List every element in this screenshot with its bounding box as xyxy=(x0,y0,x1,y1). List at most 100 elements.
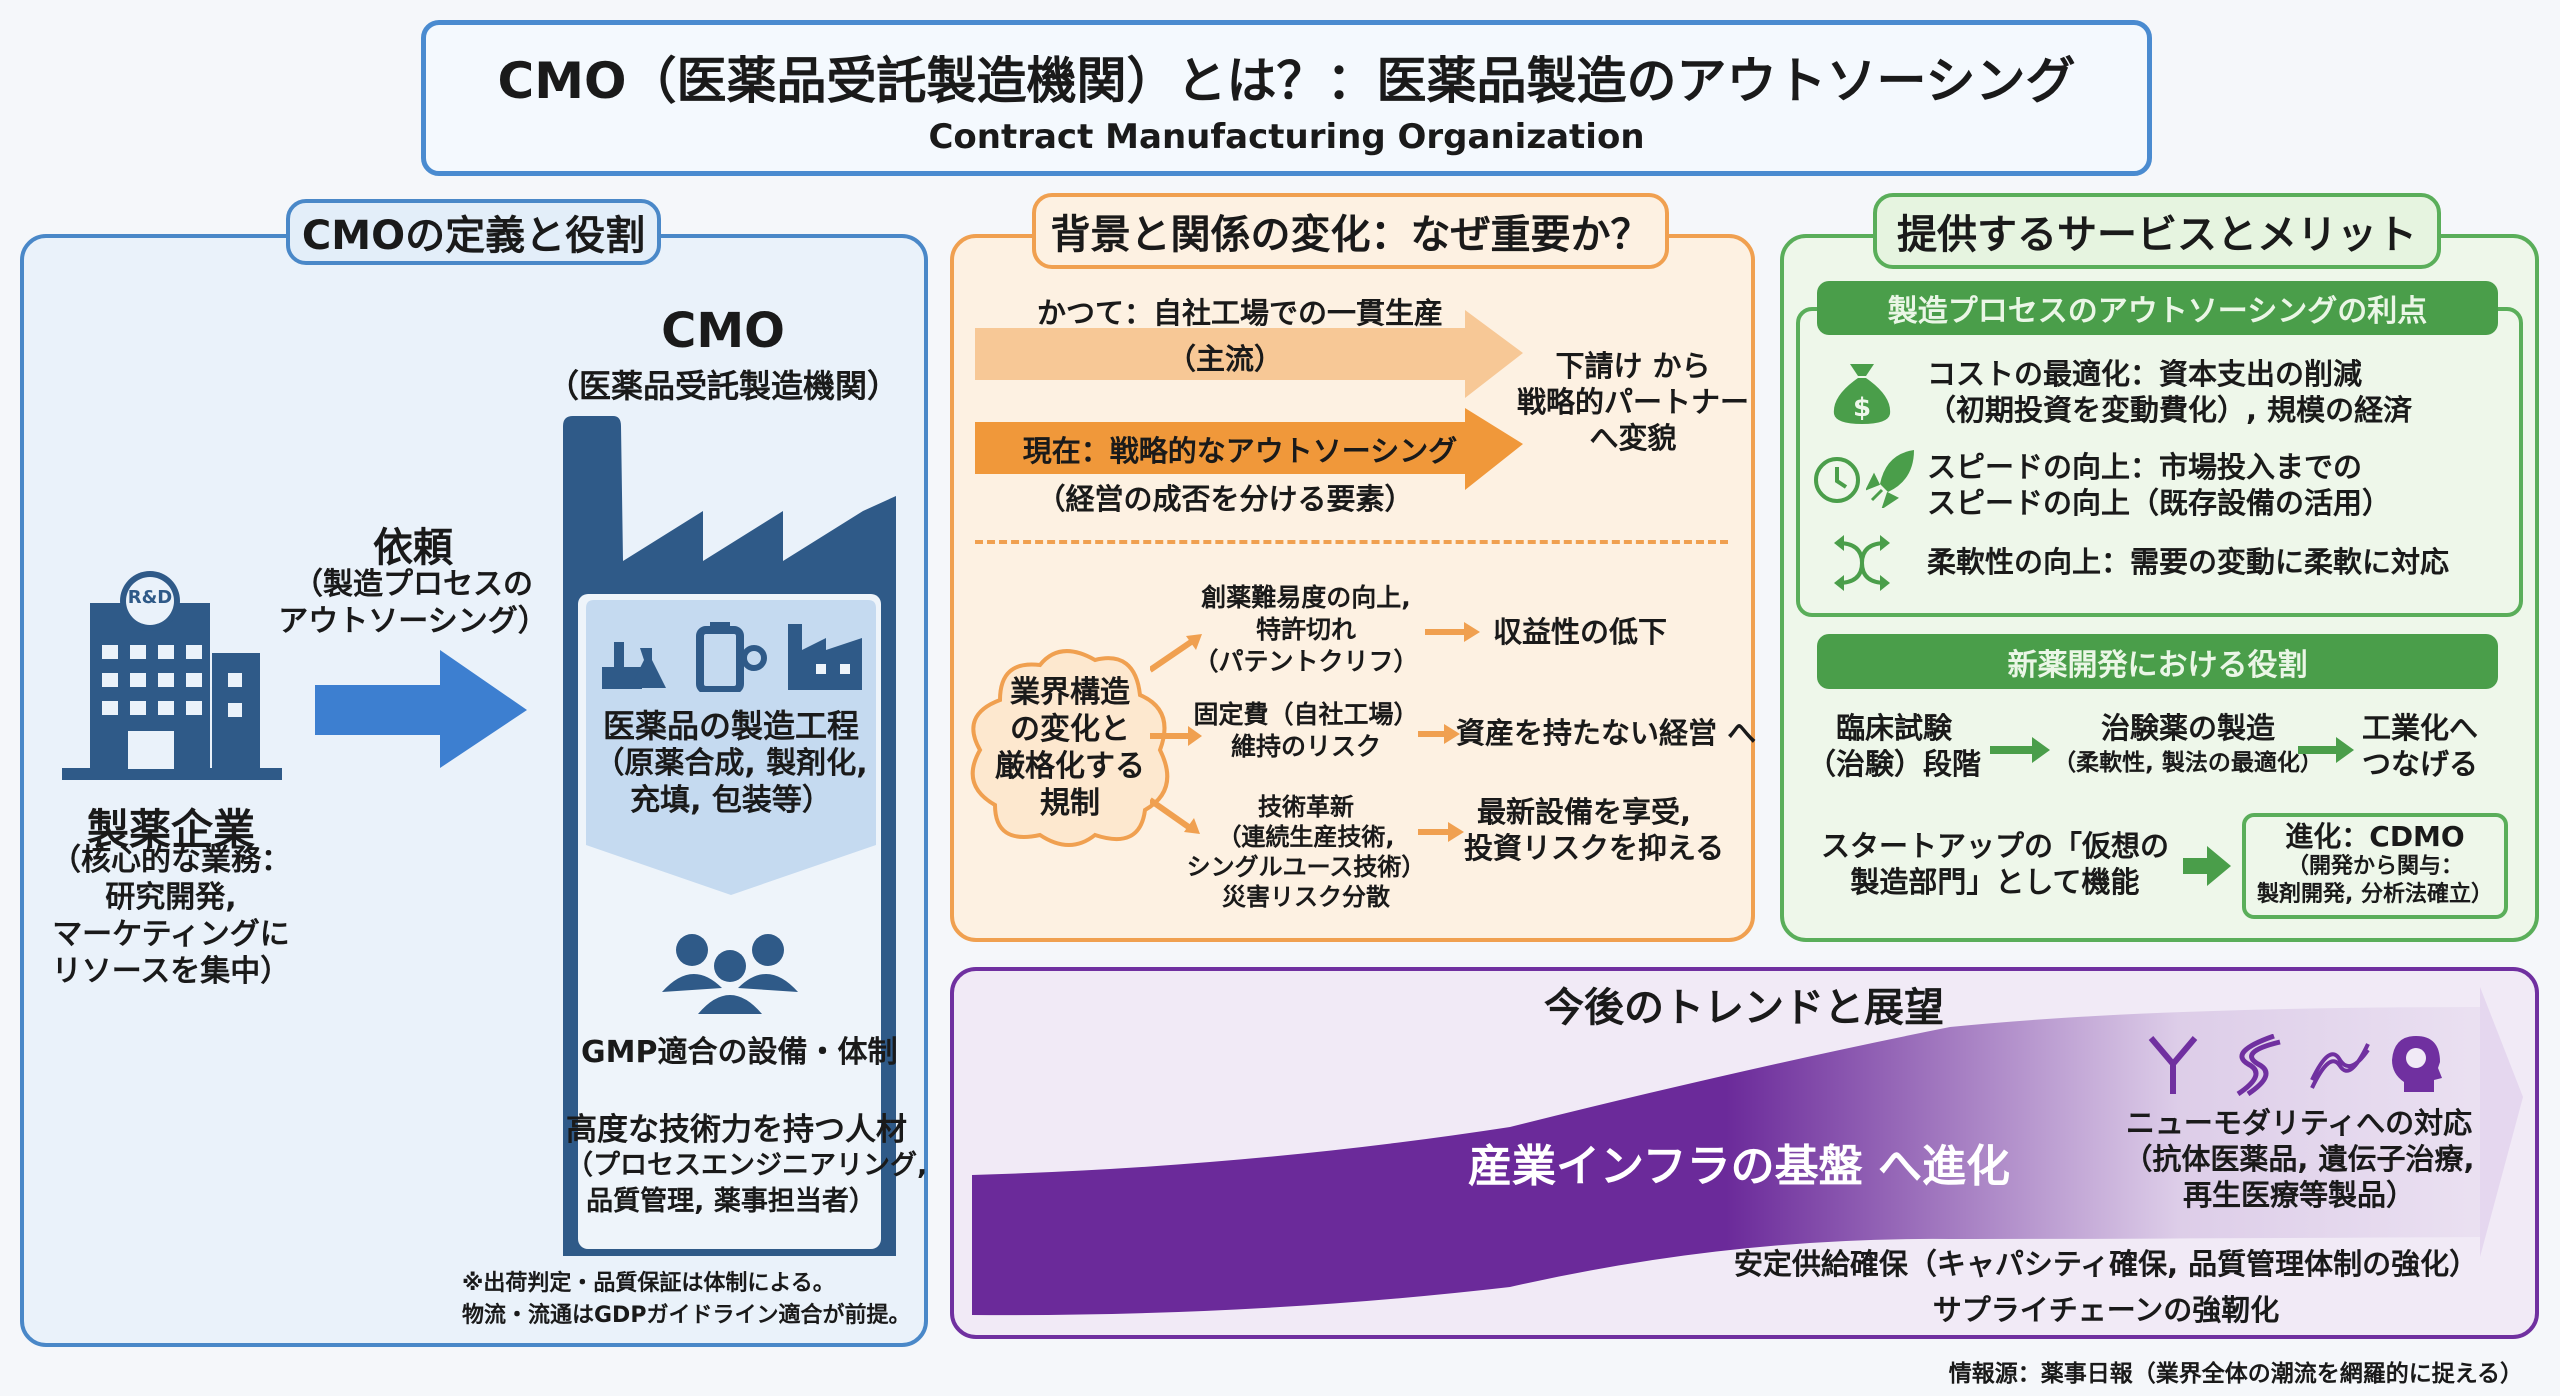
rd-badge: R&D xyxy=(127,587,173,608)
effect-line: 最新設備を享受, xyxy=(1476,795,1692,829)
pharma-desc-line: マーケティングに xyxy=(52,917,290,952)
clock-icon xyxy=(1814,457,1860,503)
new-modality: ニューモダリティへの対応 （抗体医薬品, 遺伝子治療, 再生医療等製品） xyxy=(2109,1105,2489,1213)
benefit-line: コストの最適化：資本支出の削減 xyxy=(1927,357,2363,391)
flow-line: 治験薬の製造 xyxy=(2100,711,2275,745)
trends-heading: 今後のトレンドと展望 xyxy=(1544,985,1944,1031)
flex-arrows-icon xyxy=(1834,535,1890,591)
cloud-line: 規制 xyxy=(1040,786,1100,821)
cause-2: 固定費（自社工場） 維持のリスク xyxy=(1176,699,1436,763)
cause-1: 創薬難易度の向上, 特許切れ （パテントクリフ） xyxy=(1186,582,1426,678)
svg-text:$: $ xyxy=(1853,393,1871,423)
startup-text: スタートアップの「仮想の 製造部門」として機能 xyxy=(1820,828,2170,900)
cdmo-line: （開発から関与： xyxy=(2286,854,2463,879)
page-subtitle: Contract Manufacturing Organization xyxy=(928,117,1645,157)
cloud-text: 業界構造 の変化と 厳格化する 規制 xyxy=(960,674,1180,822)
benefits-title: 製造プロセスのアウトソーシングの利点 xyxy=(1817,281,2498,335)
pharma-desc-line: （核心的な業務： xyxy=(51,843,291,878)
effect-3: 最新設備を享受, 投資リスクを抑える xyxy=(1464,794,1725,866)
services-heading: 提供するサービスとメリット xyxy=(1873,193,2441,269)
gmp-text: GMP適合の設備・体制 xyxy=(581,1035,898,1070)
machine-icon xyxy=(696,622,767,692)
money-bag-icon: $ xyxy=(1833,364,1891,424)
shipping-note: ※出荷判定・品質保証は体制による。 物流・流通はGDPガイドライン適合が前提。 xyxy=(462,1268,910,1332)
gene-helix-icon xyxy=(2310,1043,2370,1089)
pharma-name: 製薬企業 xyxy=(86,805,255,854)
benefit-cost: コストの最適化：資本支出の削減 （初期投資を変動費化）, 規模の経済 xyxy=(1927,356,2412,428)
flow-line: （治験）段階 xyxy=(1806,747,1981,781)
definition-heading: CMOの定義と役割 xyxy=(286,199,661,265)
cause-line: 創薬難易度の向上, xyxy=(1201,583,1411,612)
shift-line: 戦略的パートナー xyxy=(1516,385,1749,419)
cause-arrows xyxy=(1150,622,1480,842)
plant-icon xyxy=(788,624,862,690)
modality-line: 再生医療等製品） xyxy=(2182,1178,2415,1212)
lab-flask-icon xyxy=(602,642,666,689)
shift-line: へ変貌 xyxy=(1589,421,1677,455)
effect-line: 投資リスクを抑える xyxy=(1464,831,1725,865)
past-sub: （主流） xyxy=(1166,342,1283,376)
request-desc-line: （製造プロセスの xyxy=(293,567,533,602)
request-label: 依頼 xyxy=(373,525,453,571)
title-box: CMO（医薬品受託製造機関）とは？：医薬品製造のアウトソーシング Contrac… xyxy=(421,20,2152,176)
now-label: 現在：戦略的なアウトソーシング xyxy=(1022,434,1458,468)
pharma-desc: （核心的な業務： 研究開発, マーケティングに リソースを集中） xyxy=(21,842,321,990)
partner-shift: 下請け から 戦略的パートナー へ変貌 xyxy=(1513,348,1753,456)
rocket-icon xyxy=(1866,450,1914,508)
startup-line: 製造部門」として機能 xyxy=(1850,865,2140,899)
source-note: 情報源：薬事日報（業界全体の潮流を網羅的に捉える） xyxy=(1948,1361,2523,1387)
cause-3: 技術革新 （連続生産技術, シングルユース技術） 災害リスク分散 xyxy=(1176,792,1436,912)
process-line: （原薬合成, 製剤化, xyxy=(594,746,868,781)
cause-line: シングルユース技術） xyxy=(1186,853,1426,881)
background-heading: 背景と関係の変化：なぜ重要か？ xyxy=(1032,193,1669,269)
request-arrow-icon xyxy=(315,650,527,768)
cause-line: 技術革新 xyxy=(1258,793,1354,821)
flow-line: つなげる xyxy=(2361,747,2478,781)
process-text: 医薬品の製造工程 （原薬合成, 製剤化, 充填, 包装等） xyxy=(581,708,881,819)
cause-line: 特許切れ xyxy=(1255,615,1356,644)
process-line: 充填, 包装等） xyxy=(630,783,832,818)
effect-1: 収益性の低下 xyxy=(1493,615,1668,649)
cause-line: 災害リスク分散 xyxy=(1222,883,1390,911)
benefit-line: （初期投資を変動費化）, 規模の経済 xyxy=(1927,393,2413,427)
cdmo-title: 進化：CDMO xyxy=(2285,820,2465,853)
talent-line: 高度な技術力を持つ人材 xyxy=(566,1112,907,1148)
role-title: 新薬開発における役割 xyxy=(1817,634,2498,689)
dna-icon xyxy=(2236,1034,2281,1096)
trend-band xyxy=(972,987,2523,1316)
cdmo-box: 進化：CDMO （開発から関与： 製剤開発, 分析法確立） xyxy=(2242,813,2508,919)
benefit-line: スピードの向上：市場投入までの xyxy=(1927,450,2363,484)
cloud-line: 厳格化する xyxy=(995,749,1145,784)
people-icon xyxy=(662,934,798,1014)
benefit-flex: 柔軟性の向上：需要の変動に柔軟に対応 xyxy=(1927,545,2450,579)
flow-line: 臨床試験 xyxy=(1835,711,1952,745)
effect-2: 資産を持たない経営 へ xyxy=(1456,716,1757,750)
cloud-line: 業界構造 xyxy=(1010,675,1130,710)
brain-head-icon xyxy=(2392,1036,2442,1092)
benefit-line: スピードの向上（既存設備の活用） xyxy=(1927,486,2392,520)
now-sub: （経営の成否を分ける要素） xyxy=(1036,482,1414,516)
cdmo-line: 製剤開発, 分析法確立） xyxy=(2256,882,2494,907)
cloud-line: の変化と xyxy=(1010,712,1130,747)
past-arrow xyxy=(975,310,1523,490)
cause-line: 固定費（自社工場） xyxy=(1193,700,1419,729)
shift-line: 下請け から xyxy=(1555,349,1711,383)
cloud-shape xyxy=(970,649,1170,847)
flow-industrialize: 工業化へ つなげる xyxy=(2340,710,2500,782)
trend-band-label: 産業インフラの基盤 へ進化 xyxy=(1468,1141,2010,1192)
note-line: ※出荷判定・品質保証は体制による。 xyxy=(462,1271,835,1296)
talent-line: 品質管理, 薬事担当者） xyxy=(586,1186,876,1217)
request-desc-line: アウトソーシング） xyxy=(278,604,548,639)
cdmo-arrow xyxy=(2183,846,2231,886)
supply-security: 安定供給確保（キャパシティ確保, 品質管理体制の強化） xyxy=(1733,1247,2479,1281)
flow-manufacture: 治験薬の製造 （柔軟性, 製法の最適化） xyxy=(2048,710,2328,780)
cause-line: 維持のリスク xyxy=(1230,732,1381,761)
flow-line: 工業化へ xyxy=(2361,711,2478,745)
past-label: かつて：自社工場での一貫生産 xyxy=(1036,296,1443,330)
supply-chain: サプライチェーンの強靭化 xyxy=(1932,1293,2280,1327)
pharma-building-icon xyxy=(62,571,282,780)
dashed-divider xyxy=(975,540,1728,544)
flow-sub: （柔軟性, 製法の最適化） xyxy=(2053,750,2323,776)
antibody-icon xyxy=(2148,1036,2198,1094)
modality-line: （抗体医薬品, 遺伝子治療, xyxy=(2123,1142,2475,1176)
